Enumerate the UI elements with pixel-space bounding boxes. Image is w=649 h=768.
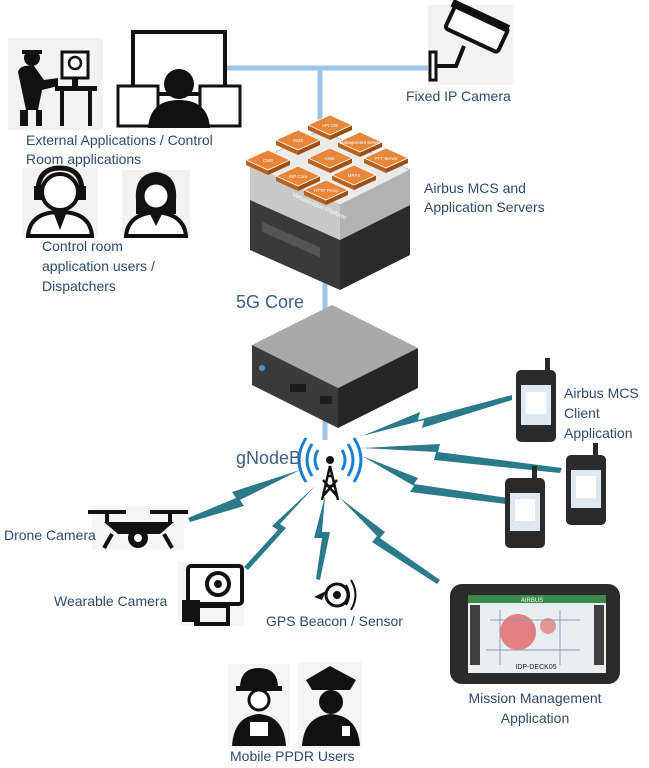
external-apps-label-line1: External Applications / Control [26, 132, 213, 148]
dispatcher-female-icon [122, 170, 190, 238]
mcs-client-label-line3: Application [564, 425, 633, 441]
fixed-ip-camera-label: Fixed IP Camera [406, 88, 511, 104]
wireless-links [188, 395, 562, 584]
server-module: HTTP Proxy [303, 179, 349, 205]
server-module-label: GMS [293, 138, 303, 143]
dispatcher-male-icon [22, 165, 98, 238]
mission-management-tablet [450, 584, 620, 684]
server-module: GMS [275, 129, 321, 155]
control-room-monitor-icon [116, 30, 242, 128]
server-module-label: SIP Core [289, 174, 308, 179]
tablet-map-label: IDP-DECK05 [515, 664, 556, 671]
server-module: SIP Core [275, 165, 321, 191]
server-module-label: CMS [263, 158, 273, 163]
drone-camera-label: Drone Camera [4, 527, 96, 543]
control-room-label-line3: Dispatchers [42, 278, 116, 294]
control-room-label-line1: Control room [42, 238, 123, 254]
server-module: CMS [245, 149, 291, 175]
mission-mgmt-label-line1: Mission Management [468, 690, 602, 706]
mobile-ppdr-label: Mobile PPDR Users [230, 748, 355, 764]
firefighter-icon [228, 664, 290, 748]
server-module: MRFS [331, 164, 377, 190]
wearable-camera-icon [178, 562, 244, 626]
mcs-client-label-line2: Client [564, 405, 600, 421]
server-module: Management Server [337, 131, 383, 157]
gps-beacon-icon [314, 579, 357, 611]
airbus-handset-icon-2 [566, 443, 606, 525]
workstation-user-icon [8, 38, 103, 130]
5g-core-label: 5G Core [236, 292, 305, 312]
airbus-handset-icon-3 [505, 466, 545, 548]
gnodeb-antenna-icon [297, 437, 363, 501]
mcs-servers-label-line2: Application Servers [424, 199, 545, 215]
5g-core-server [252, 305, 418, 428]
fixed-ip-camera-icon [428, 0, 513, 85]
police-officer-icon [298, 662, 362, 748]
gps-beacon-label: GPS Beacon / Sensor [266, 613, 403, 629]
server-module-label: KMS [325, 156, 335, 161]
server-module-label: Management Server [340, 140, 381, 145]
control-room-label-line2: application users / [42, 258, 155, 274]
server-module: API GW [307, 114, 353, 140]
server-module-label: PTT Server [375, 156, 398, 161]
server-module-label: HTTP Proxy [314, 188, 339, 193]
server-module-label: API GW [322, 123, 339, 128]
airbus-handset-icon [516, 358, 556, 442]
mcs-servers-label-line1: Airbus MCS and [424, 180, 526, 196]
drone-camera-icon [88, 506, 188, 550]
external-apps-label-line2: Room applications [26, 151, 142, 167]
mcs-client-label-line1: Airbus MCS [564, 385, 639, 401]
server-module: PTT Server [363, 147, 409, 173]
mission-mgmt-label-line2: Application [500, 710, 570, 726]
gnodeb-label: gNodeB [236, 448, 302, 468]
server-module: KMS [307, 147, 353, 173]
wearable-camera-label: Wearable Camera [54, 593, 168, 609]
server-module-label: MRFS [348, 173, 361, 178]
tablet-brand-label: AIRBUS [521, 598, 543, 604]
